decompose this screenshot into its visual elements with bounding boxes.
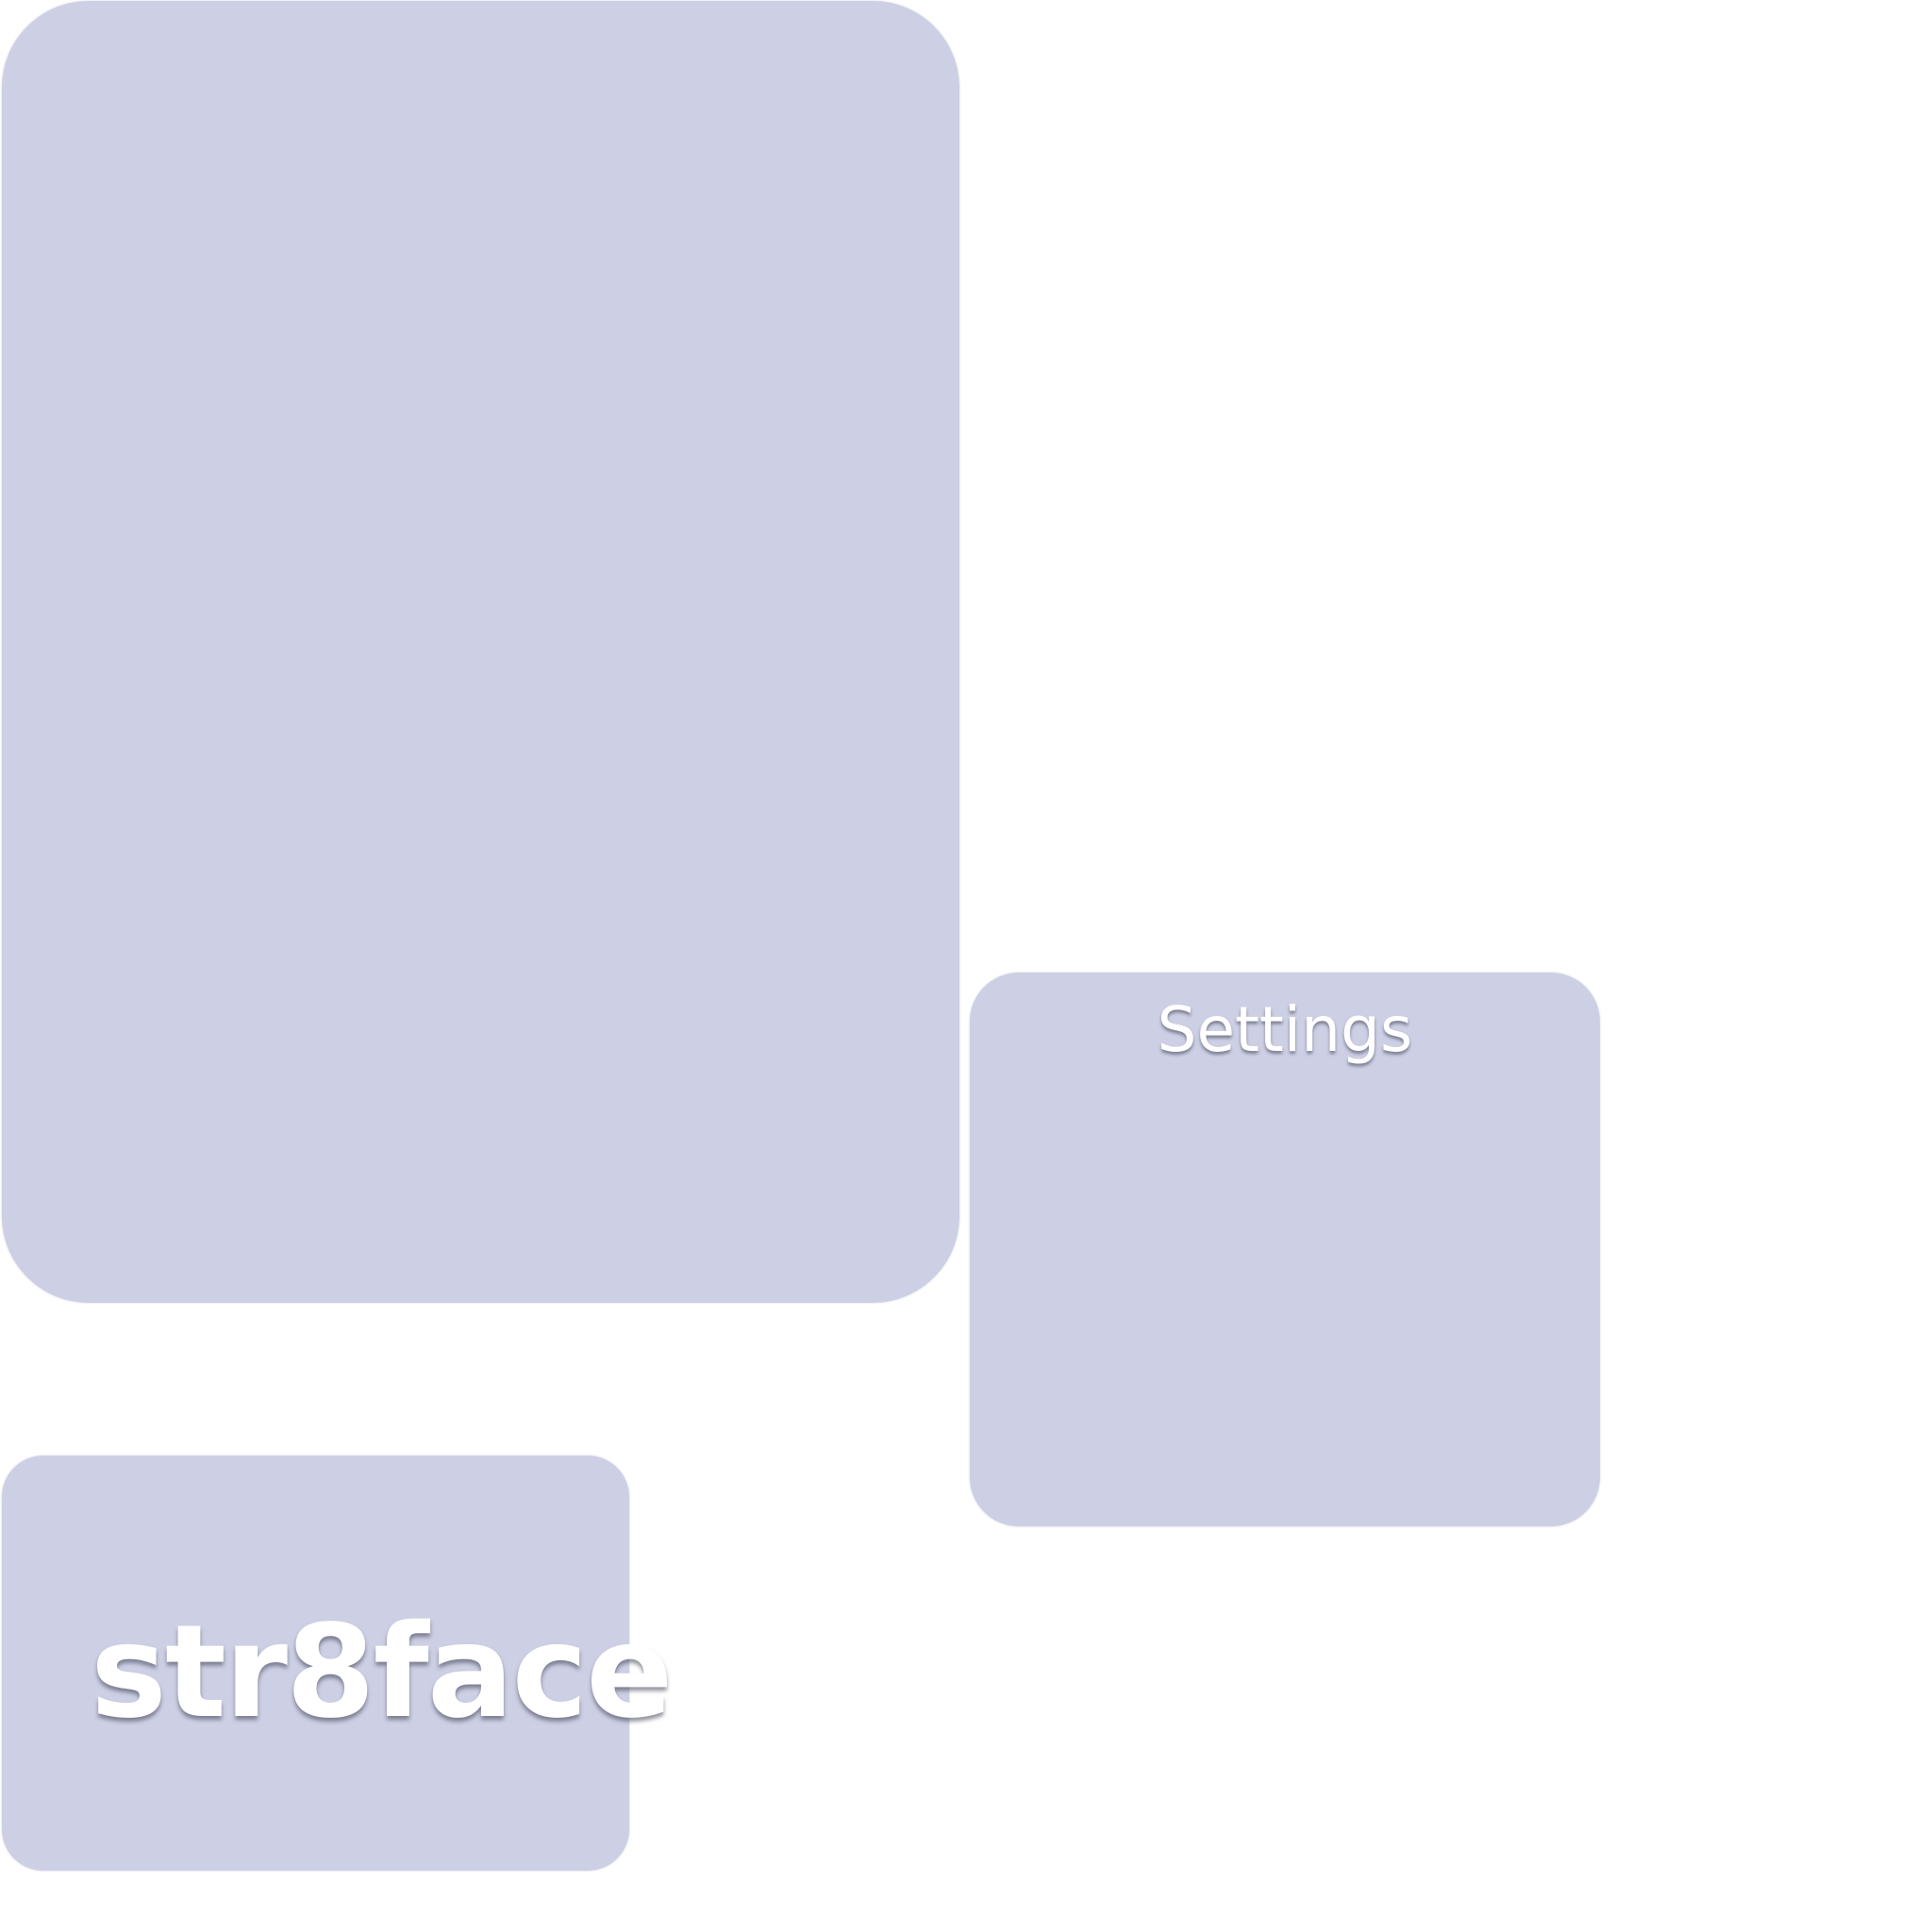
brand-name: str8face <box>91 1598 673 1747</box>
main-content-panel <box>2 1 959 1303</box>
brand-panel[interactable]: str8face <box>2 1456 673 1871</box>
settings-title: Settings <box>1157 993 1413 1066</box>
settings-panel[interactable]: Settings <box>970 973 1600 1526</box>
